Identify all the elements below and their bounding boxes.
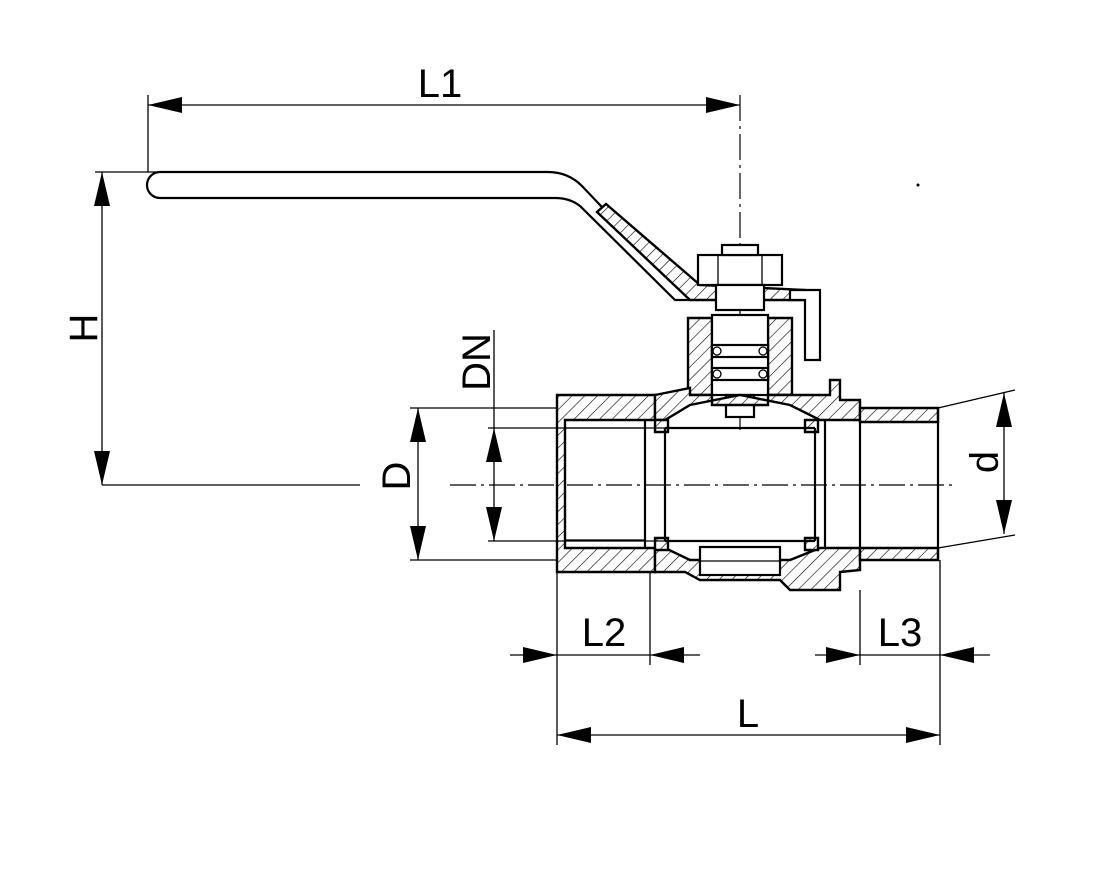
dimension-DN: DN xyxy=(455,330,665,542)
dimension-L: L xyxy=(557,692,940,743)
label-L2: L2 xyxy=(582,611,627,655)
stem-nut xyxy=(696,253,784,287)
bonnet-left xyxy=(686,316,714,397)
center-lines xyxy=(102,95,955,486)
male-end-bottom xyxy=(858,546,940,562)
bonnet-right xyxy=(766,316,794,397)
label-D: D xyxy=(375,462,419,491)
stray-dot xyxy=(916,183,920,187)
dimension-L2: L2 xyxy=(510,572,700,745)
dimension-d: d xyxy=(937,389,1016,549)
label-d: d xyxy=(963,451,1007,473)
body-top xyxy=(653,378,862,422)
label-L: L xyxy=(737,692,759,736)
female-end xyxy=(555,393,657,574)
dimension-D: D xyxy=(375,407,557,561)
dimension-H: H xyxy=(62,171,160,485)
valve-body xyxy=(555,378,940,592)
stem-assembly xyxy=(686,243,794,419)
label-L3: L3 xyxy=(878,611,923,655)
dimension-L3: L3 xyxy=(815,560,990,745)
label-H: H xyxy=(62,314,106,343)
lever-handle xyxy=(145,170,822,362)
dimension-L1: L1 xyxy=(147,62,740,172)
male-end-top xyxy=(858,406,940,424)
label-L1: L1 xyxy=(418,62,463,106)
label-DN: DN xyxy=(455,333,499,391)
